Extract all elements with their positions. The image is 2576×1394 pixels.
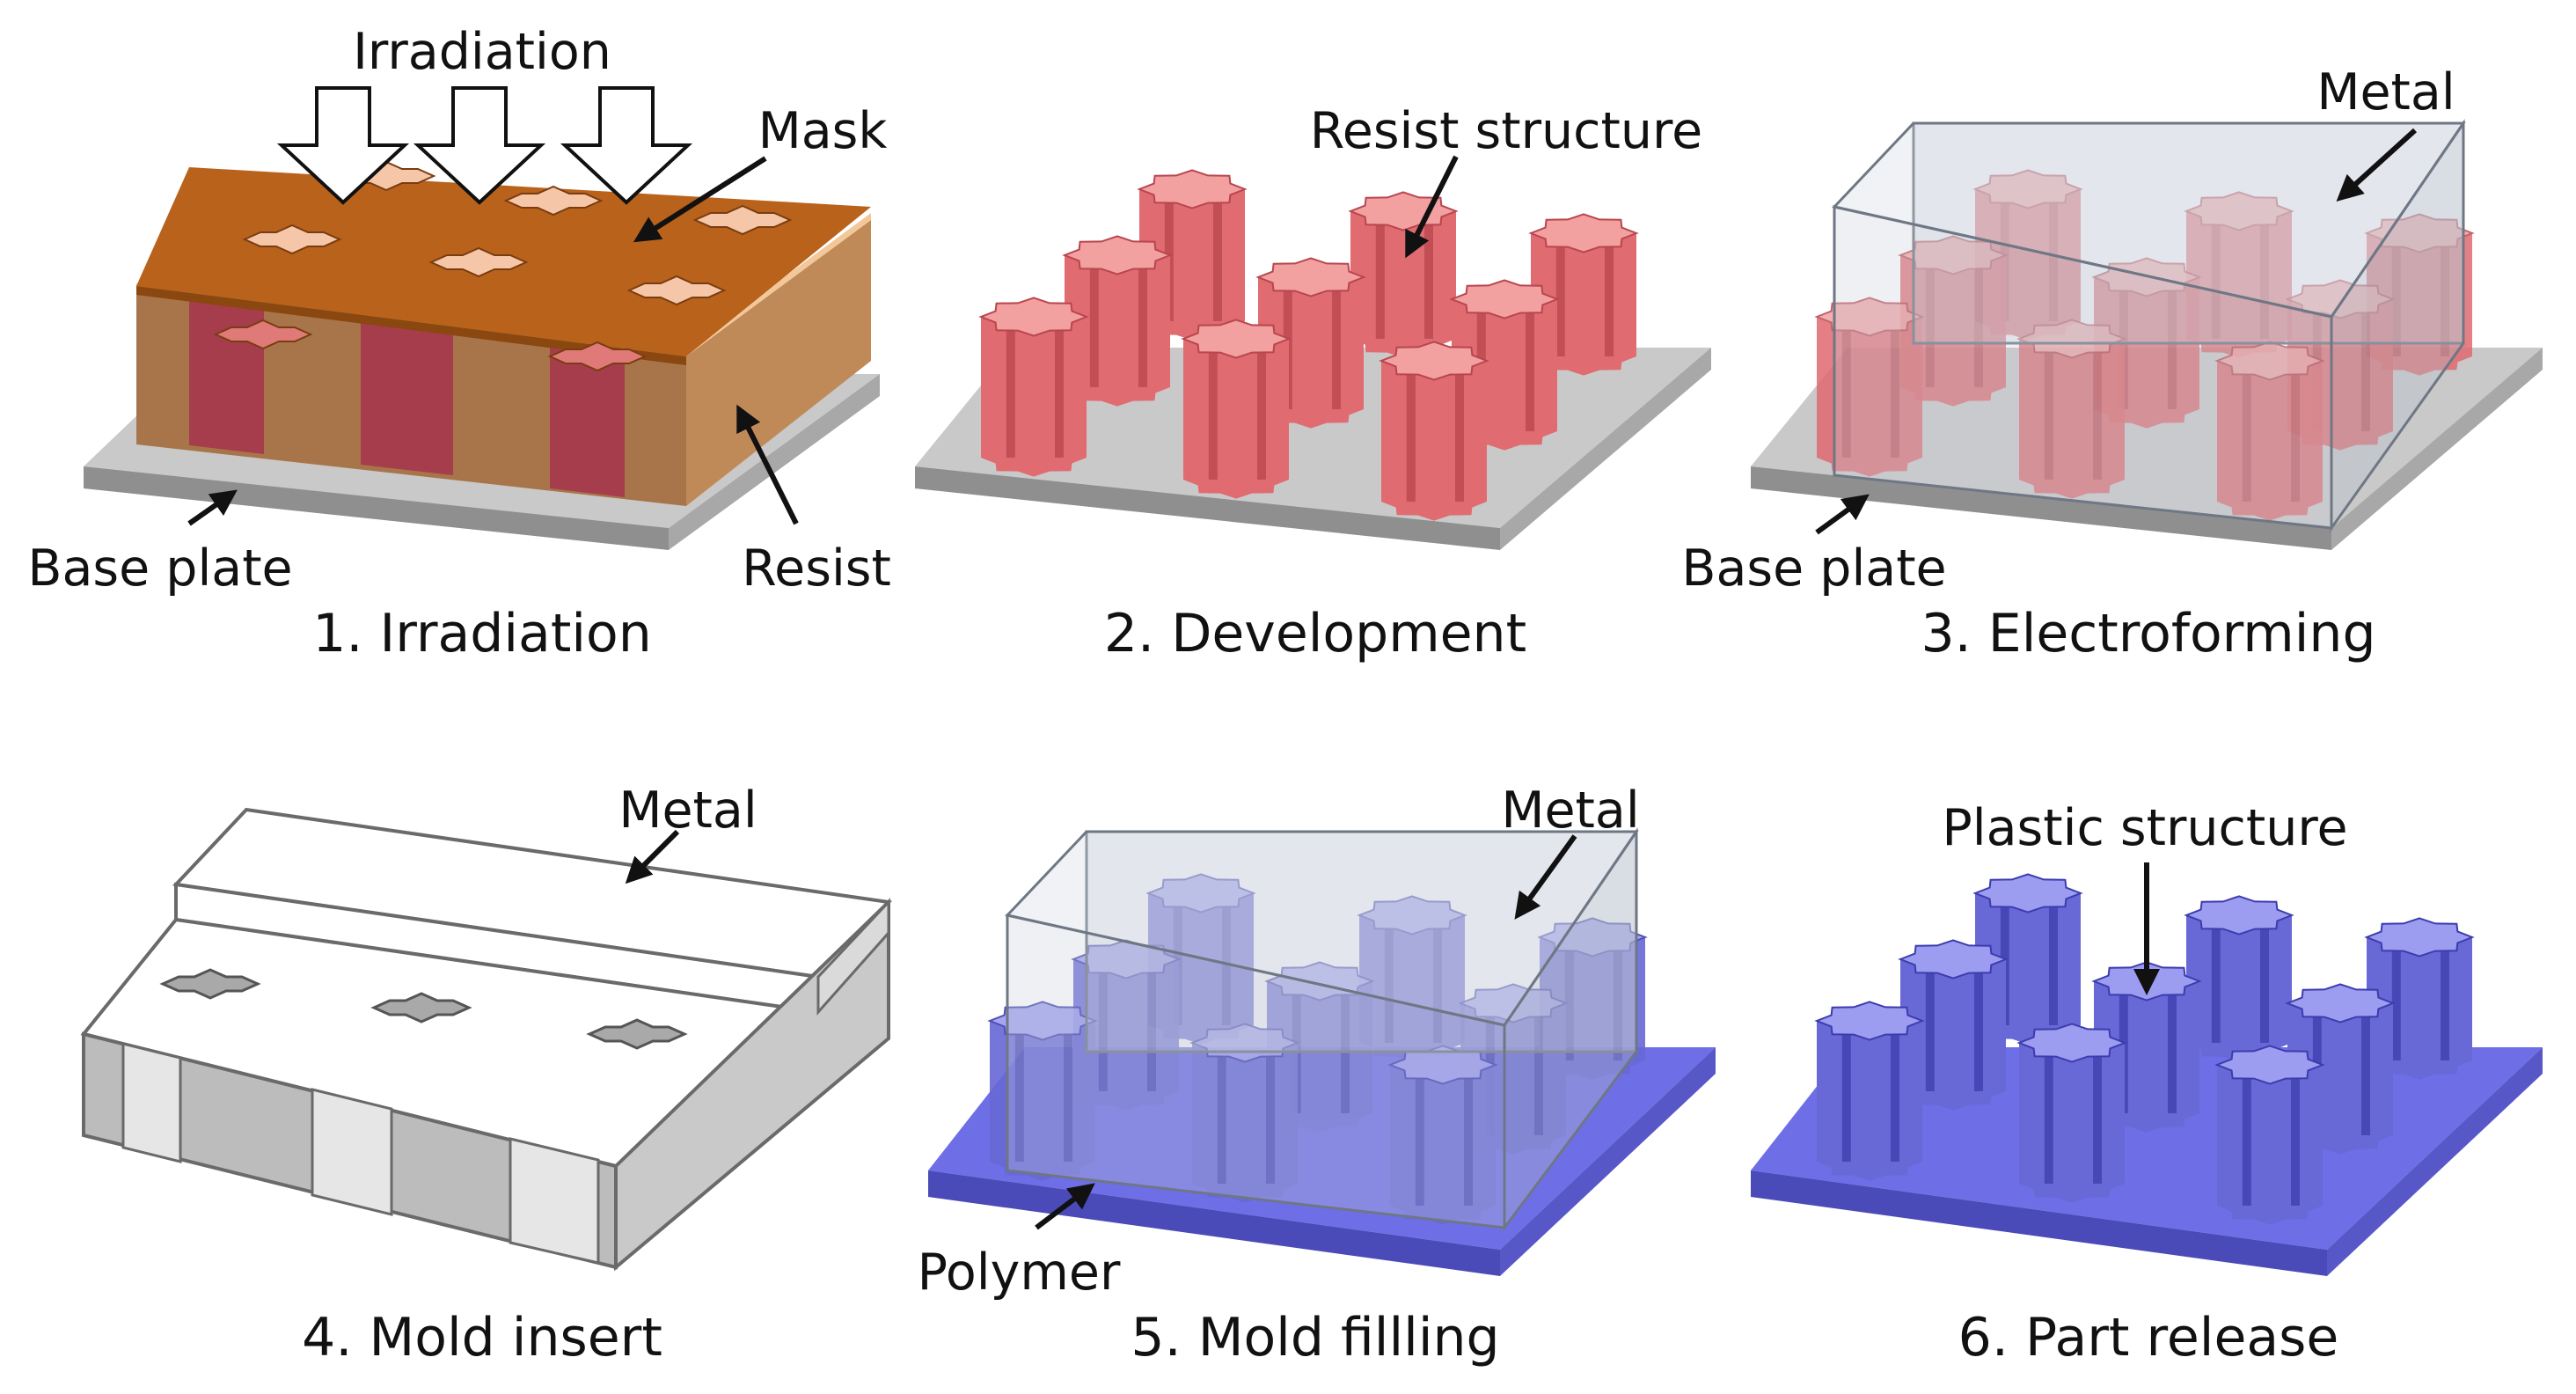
groove-3 (509, 1137, 600, 1265)
cavity-2 (370, 992, 472, 1023)
base-plate-front (84, 466, 669, 550)
metal-label: Metal (1501, 781, 1639, 840)
mask-opening-5 (692, 204, 793, 236)
cavity-3 (586, 1018, 688, 1050)
panel-1-irradiation: Irradiation Mask Base plate Resist 1. Ir… (27, 23, 891, 664)
metal-block-side (1503, 827, 1638, 1232)
resist-exposed-column-3 (550, 339, 625, 497)
base-plate-label: Base plate (1681, 539, 1946, 598)
resist-pillar-4 (1898, 235, 2009, 407)
metal-label: Metal (618, 781, 757, 840)
polymer-pillar-9 (1387, 1045, 1498, 1225)
metal-transparent-block (1832, 119, 2466, 532)
base-plate-pointer (187, 489, 238, 526)
mold-cavities (159, 968, 688, 1050)
mold-ridge-side (816, 899, 890, 1016)
resist-pillar-2 (1348, 191, 1459, 358)
panel-5-mold-filling: Metal Polymer 5. Mold fillling (918, 781, 1716, 1368)
panel-4-caption: 4. Mold insert (302, 1307, 662, 1368)
panel-6-caption: 6. Part release (1958, 1307, 2339, 1368)
irradiation-arrow-1 (276, 86, 410, 205)
mask-label: Mask (758, 102, 888, 160)
cavity-1 (159, 968, 261, 1000)
base-plate-pointer (1815, 494, 1870, 535)
mask-opening-2 (428, 246, 529, 278)
resist-structure-pillars (1814, 169, 2475, 521)
polymer-label: Polymer (918, 1244, 1121, 1302)
mask-opening-7 (213, 319, 313, 350)
metal-pointer (2336, 128, 2418, 202)
resist-pillar-7 (978, 297, 1089, 477)
base-plate-front (1751, 466, 2331, 550)
plastic-structure-label: Plastic structure (1942, 799, 2347, 857)
resist-exposed-column-2 (361, 317, 453, 475)
resist-exposed-column-1 (189, 297, 264, 454)
metal-label: Metal (2316, 63, 2455, 121)
panel-3-caption: 3. Electroforming (1921, 603, 2375, 664)
base-plate-front (915, 466, 1500, 550)
resist-pillar-9 (1379, 341, 1489, 521)
irradiation-label: Irradiation (353, 23, 611, 81)
plastic-pillar-2 (2184, 895, 2294, 1062)
panel-6-part-release: Plastic structure 6. Part release (1751, 799, 2543, 1368)
base-plate-label: Base plate (27, 539, 292, 598)
polymer-base-side (1500, 1047, 1716, 1276)
groove-2 (311, 1088, 393, 1216)
resist-structure-pillars (978, 169, 1639, 521)
mask-opening-4 (503, 185, 604, 216)
resist-structure-label: Resist structure (1310, 102, 1702, 160)
resist-side-face (686, 220, 871, 506)
plastic-pillar-7 (1814, 1001, 1925, 1181)
irradiation-arrow-3 (560, 86, 693, 205)
mold-front-grooves (121, 1042, 600, 1265)
irradiation-arrow-2 (413, 86, 546, 205)
base-plate-side (669, 374, 880, 550)
mask-pointer (633, 156, 767, 243)
groove-1 (121, 1042, 182, 1163)
resist-pillar-8 (2016, 319, 2127, 499)
panel-1-caption: 1. Irradiation (312, 603, 652, 664)
panel-2-development: Resist structure 2. Development (915, 102, 1711, 664)
resist-structure-pointer (1405, 155, 1459, 259)
plastic-structure-pillars (1814, 873, 2475, 1225)
resist-pillar-8 (1181, 319, 1292, 499)
panel-2-caption: 2. Development (1104, 603, 1526, 664)
polymer-base-front (1751, 1170, 2327, 1276)
metal-block-side (2330, 119, 2465, 532)
plastic-pillar-9 (2214, 1045, 2325, 1225)
polymer-pointer (1035, 1183, 1095, 1230)
plastic-pillar-8 (2016, 1023, 2127, 1203)
metal-pointer (625, 829, 680, 884)
panel-5-caption: 5. Mold fillling (1131, 1307, 1499, 1368)
panel-3-electroforming: Metal Base plate 3. Electroforming (1681, 63, 2543, 664)
base-plate-side (2331, 348, 2543, 550)
plastic-pillar-3 (2364, 917, 2475, 1080)
mask-opening-1 (242, 224, 342, 255)
resist-label: Resist (742, 539, 891, 598)
polymer-pillars (987, 873, 1648, 1225)
polymer-base-side (2327, 1047, 2543, 1276)
irradiation-arrows (276, 86, 693, 205)
mask-edge (136, 286, 686, 365)
resist-pointer (736, 404, 799, 525)
base-plate-side (1500, 348, 1711, 550)
metal-transparent-block (1005, 827, 1639, 1232)
metal-pointer (1514, 834, 1577, 920)
mask-opening-8 (547, 341, 648, 372)
resist-pillar-9 (2214, 341, 2325, 521)
mask-opening-3 (626, 275, 727, 306)
panel-4-mold-insert: Metal 4. Mold insert (80, 781, 893, 1368)
